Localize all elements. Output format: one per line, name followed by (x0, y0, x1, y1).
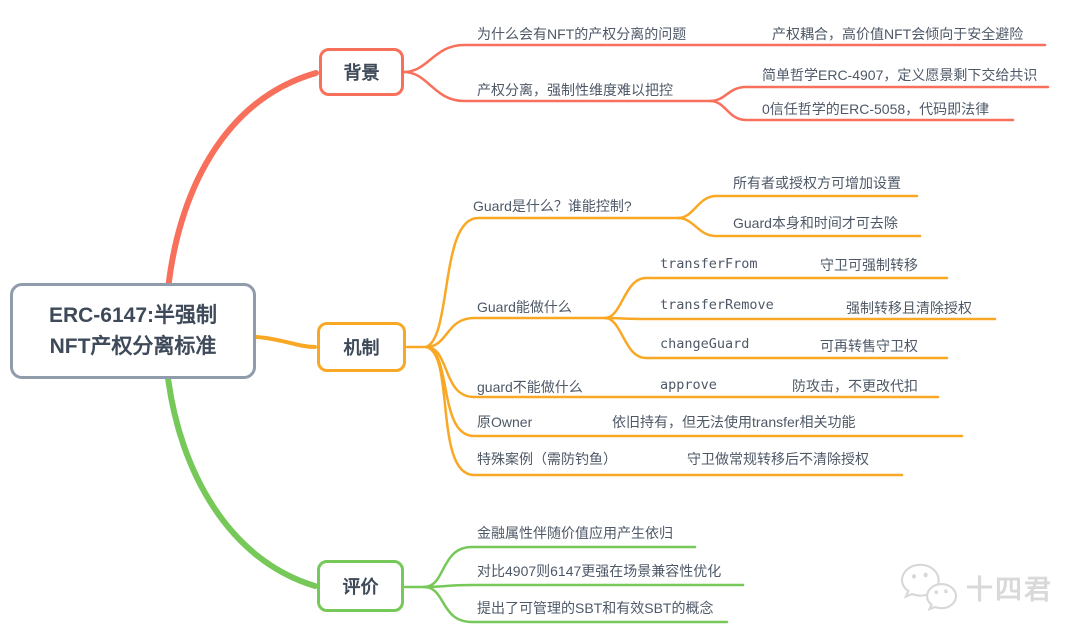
topic-approve-note[interactable]: 防攻击，不更改代扣 (792, 378, 918, 394)
topic-compare-4907[interactable]: 对比4907则6147更强在场景兼容性优化 (477, 563, 722, 579)
root-node[interactable]: ERC-6147:半强制 NFT产权分离标准 (10, 283, 256, 379)
topic-sbt-concept[interactable]: 提出了可管理的SBT和有效SBT的概念 (477, 600, 714, 616)
evaluation-node[interactable]: 评价 (317, 560, 404, 612)
background-node[interactable]: 背景 (319, 48, 404, 96)
wechat-icon (900, 563, 958, 612)
background-node-label: 背景 (343, 63, 380, 83)
topic-guard-can[interactable]: Guard能做什么 (477, 299, 572, 315)
topic-zero-trust[interactable]: 0信任哲学的ERC-5058，代码即法律 (762, 101, 990, 117)
topic-finance-attribute[interactable]: 金融属性伴随价值应用产生依归 (477, 525, 673, 541)
topic-special-case[interactable]: 特殊案例（需防钓鱼） (477, 451, 617, 467)
topic-change-guard[interactable]: changeGuard (660, 336, 750, 352)
topic-transfer-remove-note[interactable]: 强制转移且清除授权 (846, 300, 972, 316)
root-title-line1: ERC-6147:半强制 (48, 303, 218, 327)
mechanism-node-label: 机制 (343, 338, 380, 358)
background-branch-lines (165, 43, 1050, 293)
watermark-text: 十四君 (966, 574, 1053, 605)
topic-guard-cannot[interactable]: guard不能做什么 (477, 379, 583, 395)
topic-transfer-remove[interactable]: transferRemove (660, 297, 774, 313)
topic-approve[interactable]: approve (660, 377, 717, 393)
topic-guard-self-time[interactable]: Guard本身和时间才可去除 (733, 215, 898, 231)
topic-transfer-from-note[interactable]: 守卫可强制转移 (820, 257, 918, 273)
topic-why-nft-separation[interactable]: 为什么会有NFT的产权分离的问题 (477, 26, 687, 42)
topic-change-guard-note[interactable]: 可再转售守卫权 (820, 338, 918, 354)
evaluation-node-label: 评价 (342, 577, 379, 597)
root-title-line2: NFT产权分离标准 (49, 335, 217, 358)
evaluation-branch-lines (165, 375, 745, 624)
topic-guard-what[interactable]: Guard是什么？谁能控制? (473, 198, 632, 214)
topic-orig-owner-note[interactable]: 依旧持有，但无法使用transfer相关功能 (612, 414, 856, 430)
topic-simple-philosophy[interactable]: 简单哲学ERC-4907，定义愿景剩下交给共识 (762, 67, 1038, 83)
topic-special-case-note[interactable]: 守卫做常规转移后不清除授权 (687, 451, 869, 467)
topic-property-coupling[interactable]: 产权耦合，高价值NFT会倾向于安全避险 (772, 26, 1024, 42)
topic-transfer-from[interactable]: transferFrom (660, 256, 758, 272)
mechanism-branch-lines (255, 194, 997, 477)
watermark: 十四君 (898, 560, 1053, 614)
topic-separation-control[interactable]: 产权分离，强制性维度难以把控 (477, 82, 673, 98)
topic-owner-or-approved[interactable]: 所有者或授权方可增加设置 (733, 175, 901, 191)
mechanism-node[interactable]: 机制 (317, 322, 406, 372)
topic-orig-owner[interactable]: 原Owner (477, 414, 533, 430)
